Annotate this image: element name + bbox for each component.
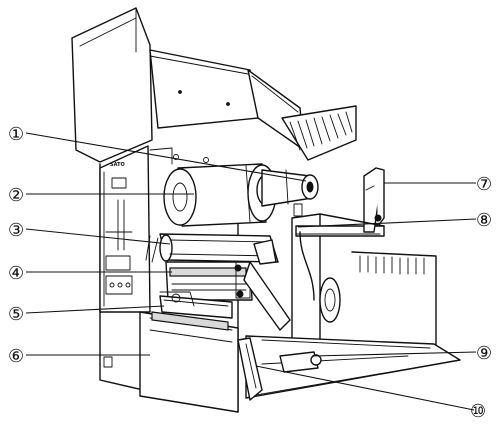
print-head-assembly	[165, 261, 253, 301]
top-cover	[71, 7, 305, 163]
brand-label: SATO	[110, 162, 125, 168]
callout-4: ④	[8, 263, 172, 284]
callout-2-label: ②	[8, 185, 24, 206]
ribbon-rewind-spindle	[261, 169, 319, 207]
callout-10-label: ⑩	[470, 401, 486, 422]
callout-6: ⑥	[8, 346, 150, 367]
callout-6-label: ⑥	[8, 346, 24, 367]
callout-8-label: ⑧	[476, 210, 492, 231]
callout-1-label: ①	[8, 124, 24, 145]
bottom-tray	[245, 335, 461, 399]
callout-5-label: ⑤	[8, 304, 24, 325]
release-lever	[237, 337, 263, 401]
callout-3-label: ③	[8, 220, 24, 241]
printer-body: SATO	[99, 145, 239, 413]
callout-10: ⑩	[255, 365, 486, 422]
head-lift-lever	[243, 239, 291, 331]
callout-1: ①	[8, 124, 307, 182]
ribbon-path	[145, 233, 279, 263]
callout-7: ⑦	[384, 174, 492, 195]
callout-3: ③	[8, 220, 171, 245]
callout-4-label: ④	[8, 263, 24, 284]
ribbon-supply-roll	[163, 163, 277, 227]
callout-9: ⑨	[311, 343, 492, 364]
callout-2: ②	[8, 185, 194, 206]
open-side-flap	[281, 105, 357, 161]
callout-8: ⑧	[297, 210, 492, 231]
callout-7-label: ⑦	[476, 174, 492, 195]
callout-9-label: ⑨	[476, 343, 492, 364]
callout-5: ⑤	[8, 304, 165, 325]
